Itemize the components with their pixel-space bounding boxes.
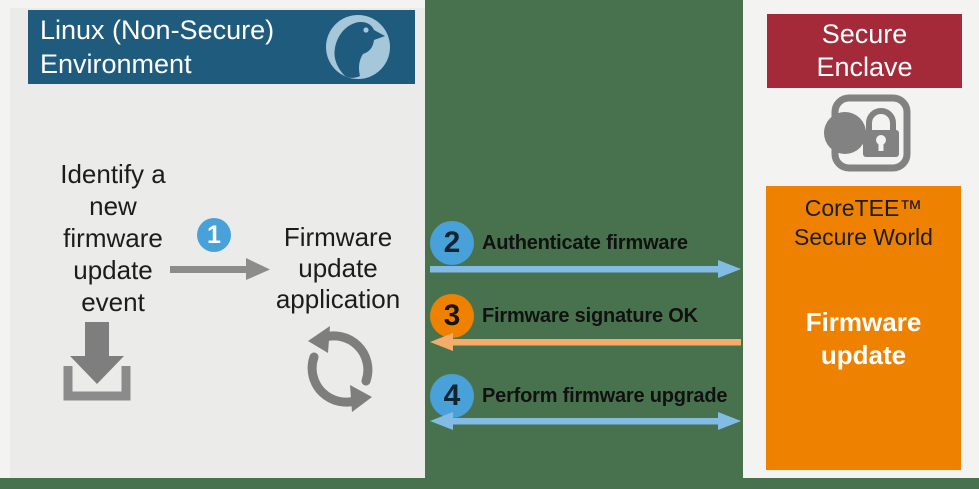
linux-header: Linux (Non-Secure) Environment xyxy=(28,10,415,84)
step-4-label: Perform firmware upgrade xyxy=(482,384,728,407)
step-2-label: Authenticate firmware xyxy=(482,231,688,254)
penguin-icon xyxy=(326,15,390,79)
step-1-arrow-icon xyxy=(170,258,270,280)
secure-enclave-title: Secure Enclave xyxy=(816,19,913,82)
step-4-badge: 4 xyxy=(430,374,474,418)
secure-channel-band xyxy=(425,0,743,489)
secure-enclave-header: Secure Enclave xyxy=(767,14,962,88)
step-3-label: Firmware signature OK xyxy=(482,304,698,327)
coretee-title: CoreTEE™ Secure World xyxy=(794,195,933,250)
firmware-update-label: Firmware update xyxy=(805,307,922,370)
secure-lock-icon xyxy=(824,94,911,172)
firmware-app-label: Firmware update application xyxy=(275,222,401,314)
step-3-badge: 3 xyxy=(430,294,474,338)
bottom-green-strip xyxy=(0,478,979,489)
refresh-icon xyxy=(307,326,373,412)
firmware-event-label: Identify a new firmware update event xyxy=(60,159,166,317)
step-4-arrow-both-icon xyxy=(430,412,741,430)
step-1-badge: 1 xyxy=(197,218,231,252)
step-2-arrow-right-icon xyxy=(430,260,741,278)
download-icon xyxy=(63,322,131,401)
linux-header-title: Linux (Non-Secure) Environment xyxy=(40,15,275,79)
step-2-badge: 2 xyxy=(430,221,474,265)
step-3-arrow-left-icon xyxy=(430,333,741,351)
coretee-secure-world-box: CoreTEE™ Secure World Firmware update xyxy=(766,186,961,470)
